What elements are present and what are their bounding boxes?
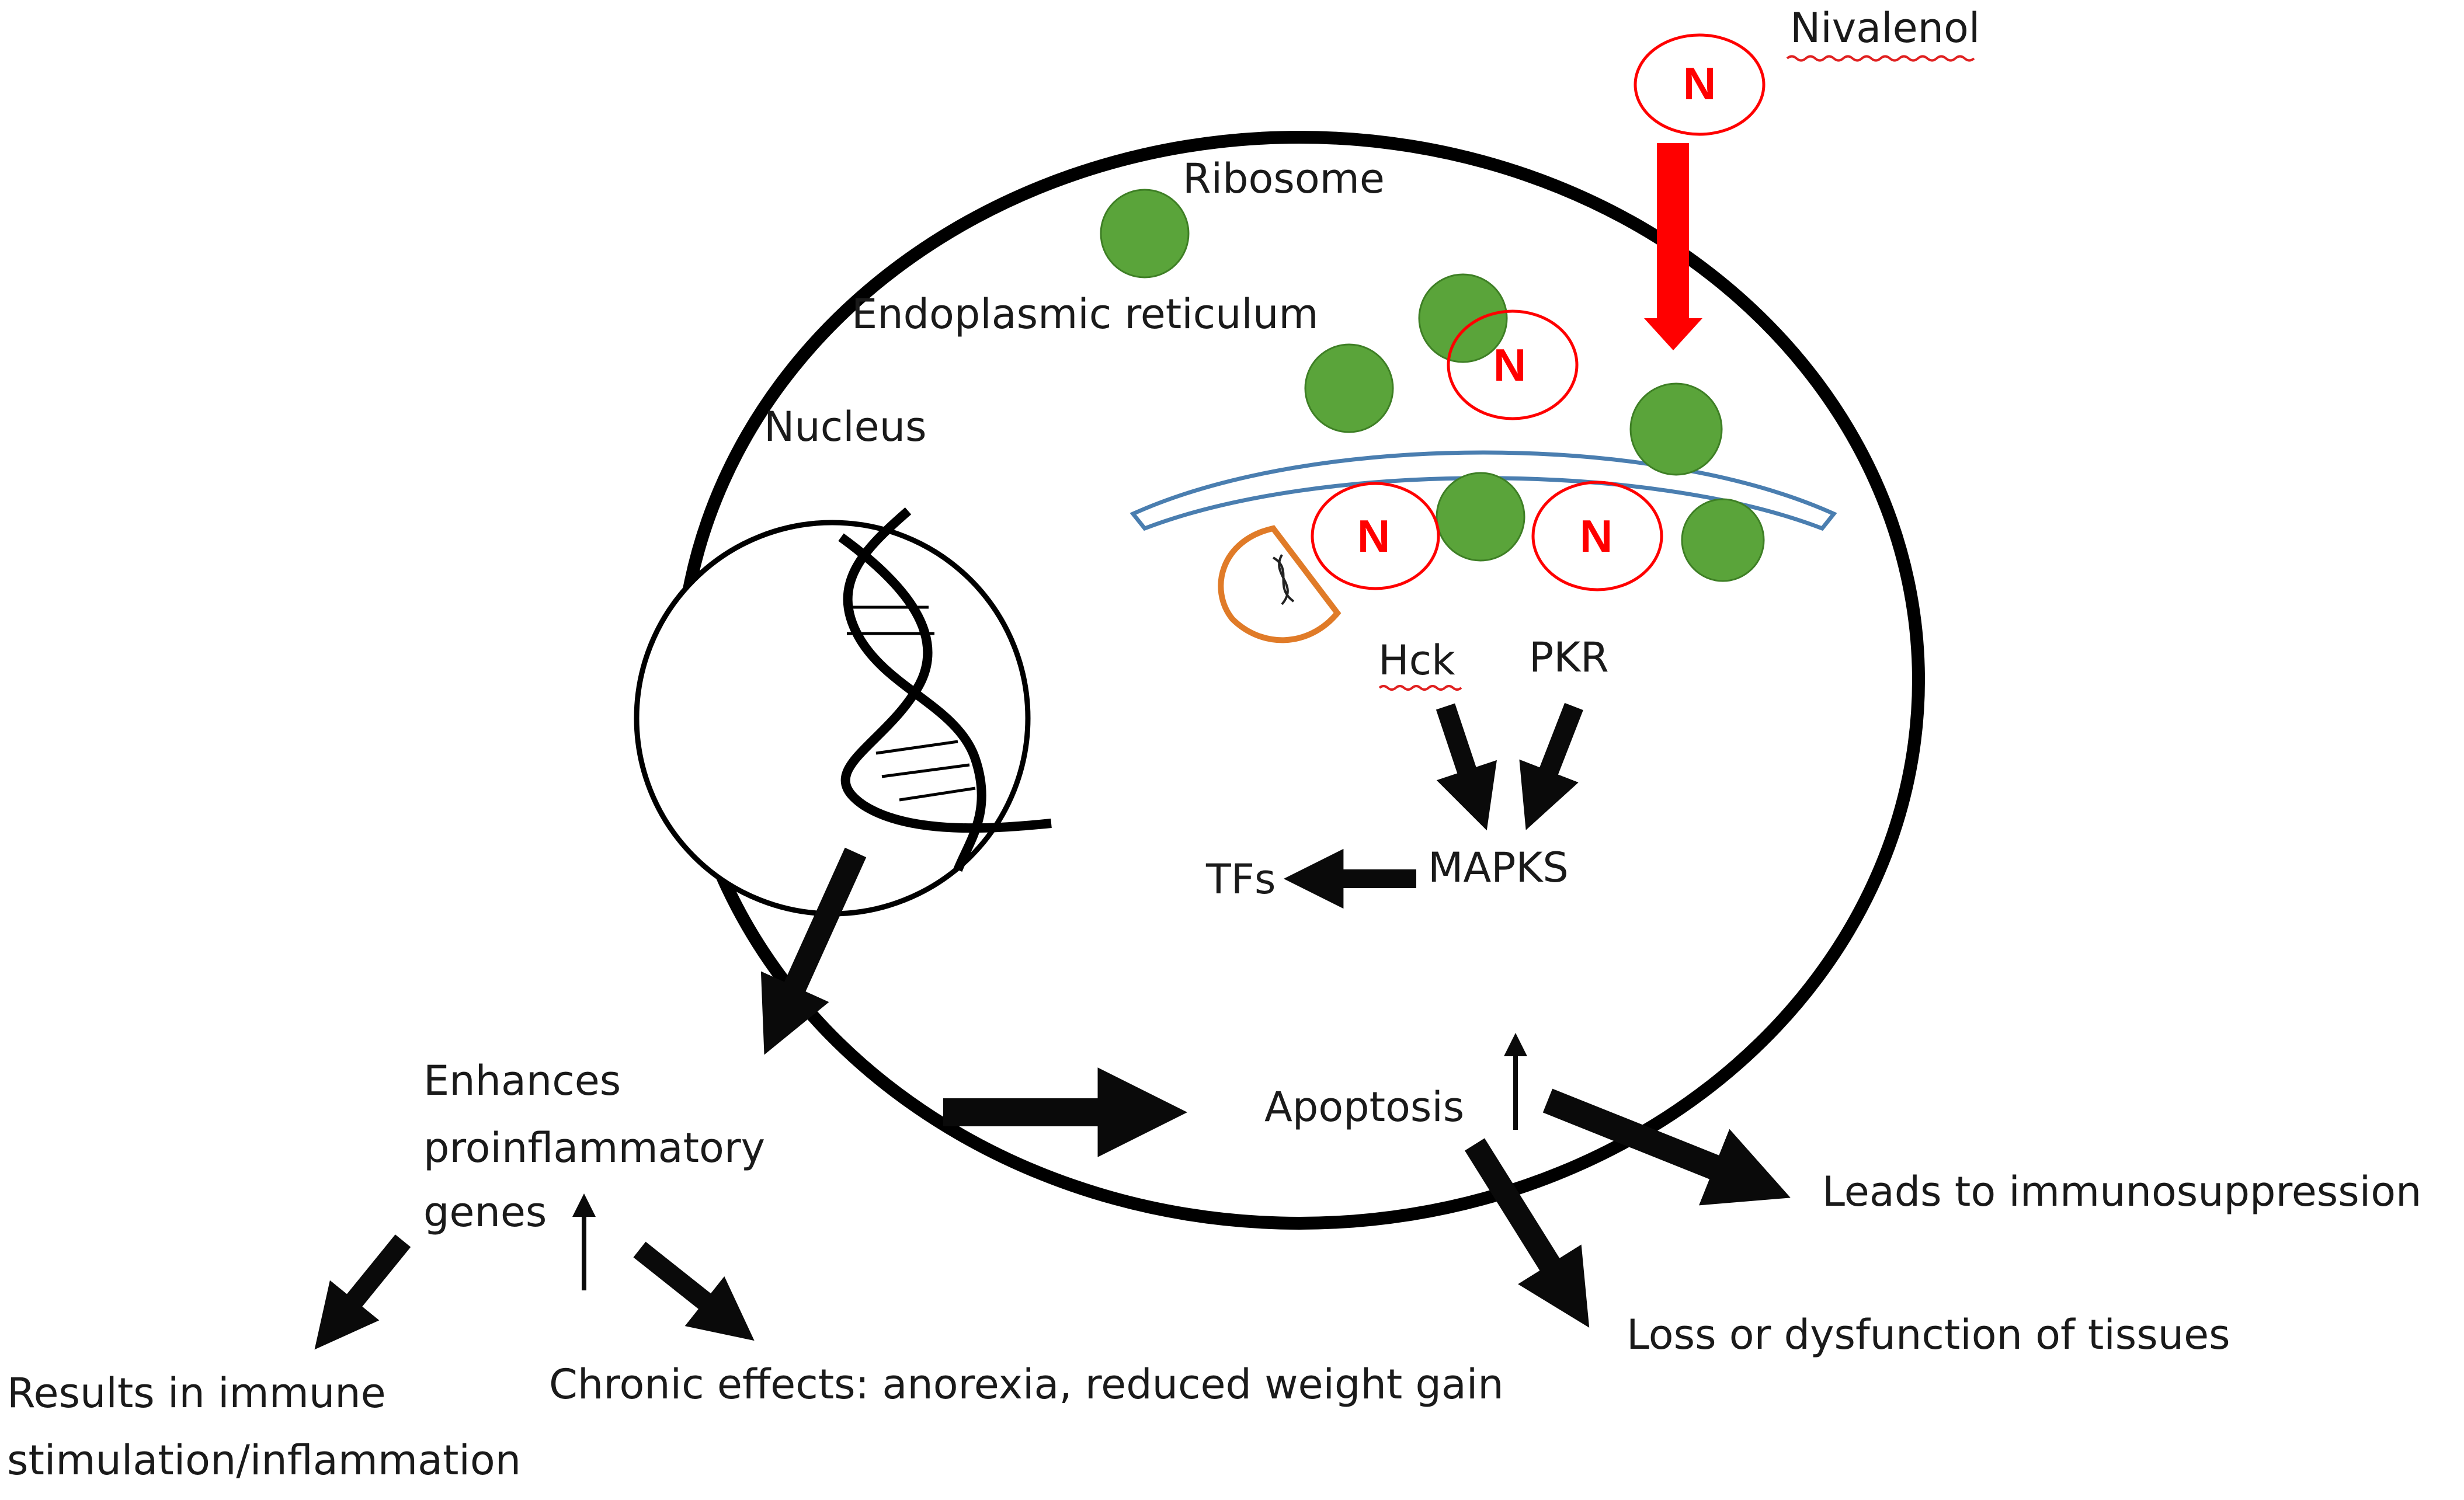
hck-arrow [1436,703,1497,831]
immune-stimulation-label-line2: stimulation/inflammation [7,1436,521,1484]
toxin-n: N [1580,510,1612,562]
ribosome [1100,189,1190,279]
ribosome [1436,472,1525,562]
endoplasmic-reticulum-label: Endoplasmic reticulum [852,290,1319,338]
nivalenol-label: Nivalenol [1790,4,1980,52]
pathway-arrows [314,702,1791,1350]
labels: Nivalenol Ribosome Endoplasmic reticulum… [7,4,2421,1484]
chronic-effects-label: Chronic effects: anorexia, reduced weigh… [549,1360,1504,1408]
immunosuppression-label: Leads to immunosuppression [1822,1168,2421,1216]
enhances-label-line3: genes [423,1188,547,1236]
genes-to-immune-arrow [314,1234,411,1350]
toxin-icon: N [1447,309,1579,420]
toxin-n: N [1493,339,1526,391]
pkr-label: PKR [1529,634,1609,681]
toxin-icon: N [1311,482,1440,590]
spellcheck-underline [1378,685,1462,691]
mitochondrion-icon [1218,525,1342,643]
toxin-n: N [1357,510,1390,562]
spellcheck-underline [1786,55,1975,62]
nucleus-to-genes-arrow [760,847,867,1055]
hck-label: Hck [1378,636,1455,684]
apoptosis-to-tissue-loss-arrow [1465,1138,1590,1328]
tfs-label: TFs [1205,855,1276,903]
mapks-label: MAPKS [1428,844,1569,892]
ribosome [1681,498,1765,582]
pkr-arrow [1519,702,1583,830]
enhances-label-line2: proinflammatory [423,1124,765,1172]
genes-to-chronic-arrow [633,1241,755,1341]
immune-stimulation-label-line1: Results in immune [7,1369,386,1417]
tissue-loss-label: Loss or dysfunction of tissues [1627,1311,2230,1359]
ribosome-label: Ribosome [1183,155,1385,203]
toxin-icon: N [1531,481,1663,591]
enhances-label-line1: Enhances [423,1057,621,1105]
apoptosis-label: Apoptosis [1264,1083,1464,1131]
toxin-icon: N [1634,33,1766,136]
nucleus-label: Nucleus [764,403,927,451]
nivalenol-toxins: N N N N [1311,33,1766,591]
ribosome [1418,273,1508,363]
dna-icon [838,507,1052,872]
apoptosis-to-immunosuppression-arrow [1542,1088,1791,1206]
ribosomes [1100,189,1765,582]
toxin-entry-arrow [1644,143,1702,350]
ribosome [1304,343,1394,433]
ribosome [1629,382,1723,476]
toxin-n: N [1683,58,1716,109]
